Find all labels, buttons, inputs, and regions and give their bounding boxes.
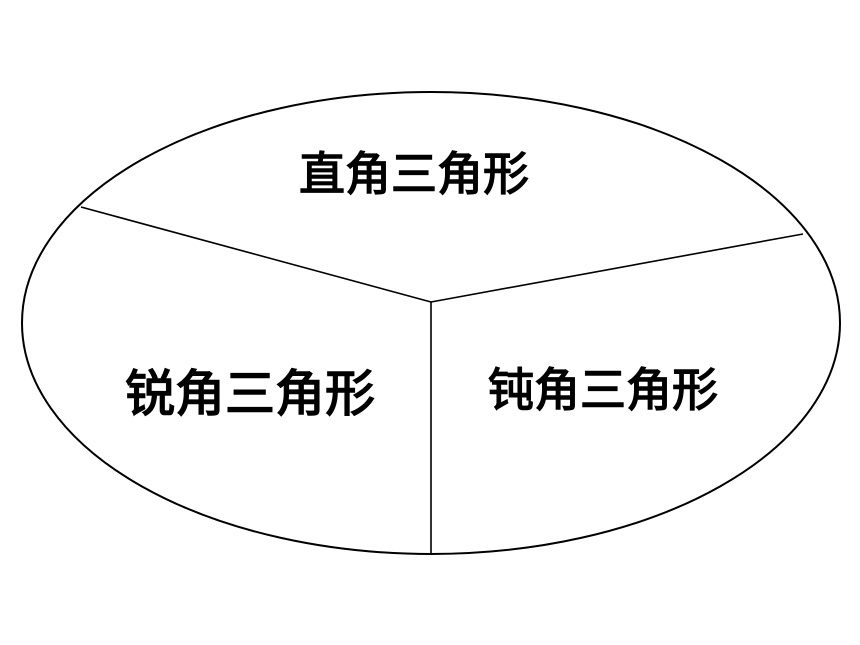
label-right-triangle: 直角三角形 <box>299 147 529 201</box>
divider-left <box>80 206 432 303</box>
divider-right <box>430 233 804 303</box>
label-acute-triangle: 锐角三角形 <box>125 365 375 423</box>
label-obtuse-triangle: 钝角三角形 <box>488 363 718 417</box>
